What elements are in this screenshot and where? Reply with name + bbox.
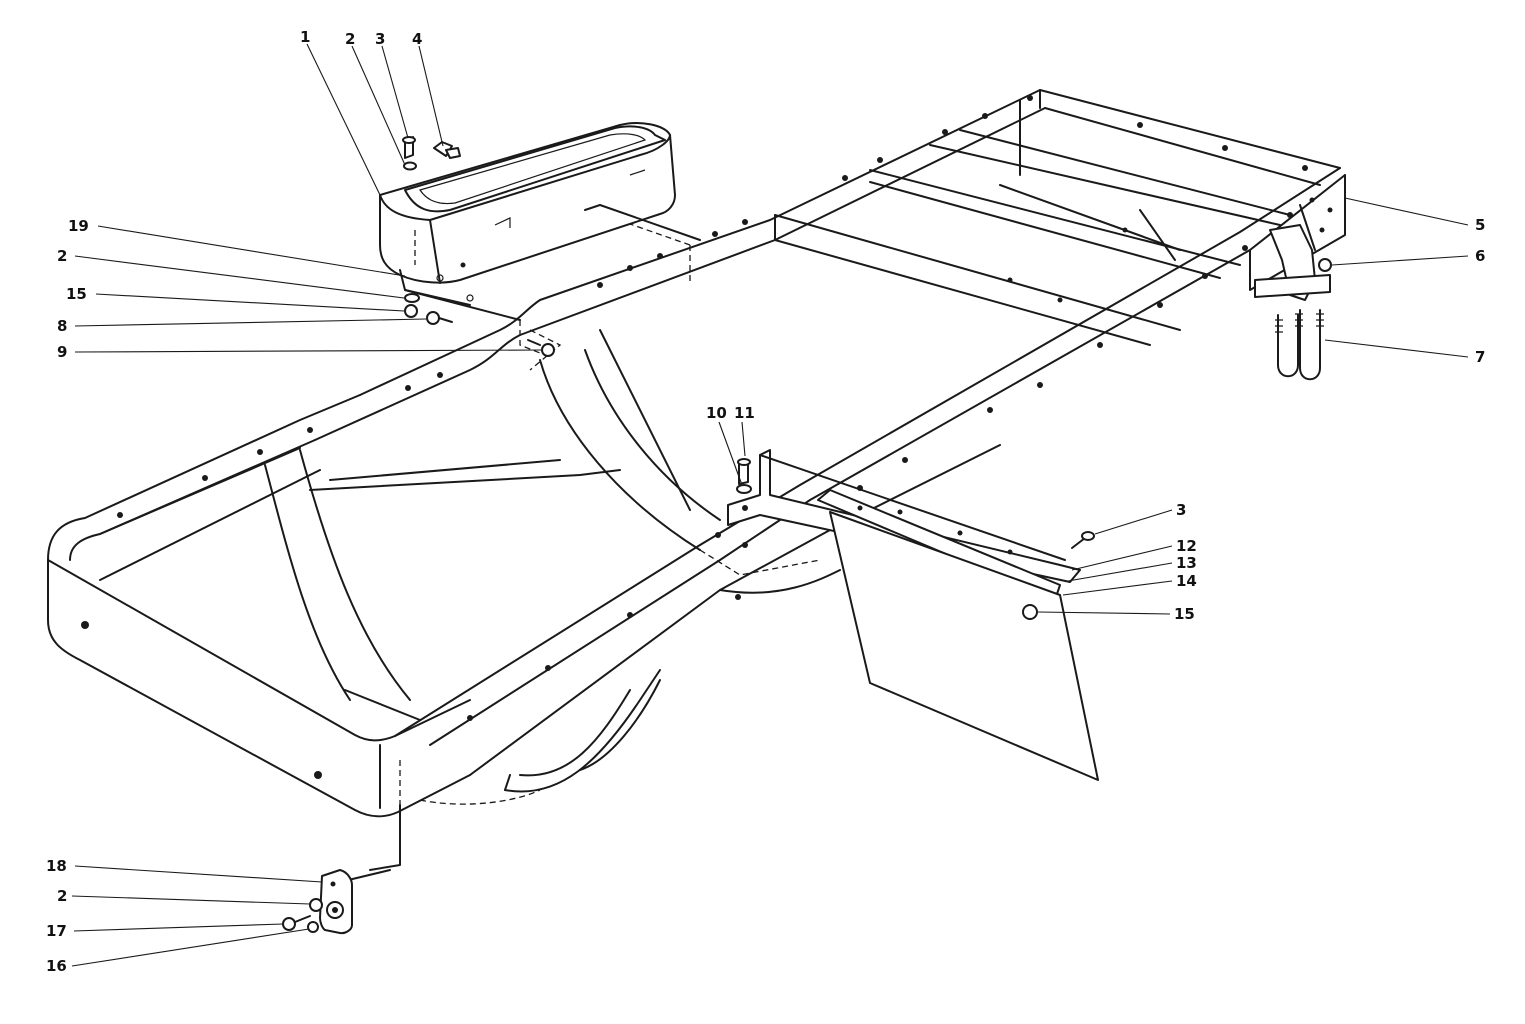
bolt-3-upper (402, 136, 416, 159)
callout-10: 10 (706, 404, 727, 422)
pintle-hook-assembly (1254, 197, 1333, 381)
bolt-17 (282, 915, 311, 931)
callout-6: 6 (1475, 247, 1485, 265)
battery-box (379, 122, 701, 357)
washer-2-box (404, 293, 420, 303)
nut-9 (541, 343, 555, 357)
callout-3-top: 3 (375, 30, 385, 48)
callout-17: 17 (46, 922, 67, 940)
callout-2-box: 2 (57, 247, 67, 265)
callout-19: 19 (68, 217, 89, 235)
rear-bracket-assembly (282, 804, 401, 935)
callout-2-top: 2 (345, 30, 355, 48)
frame-holes (81, 95, 1308, 779)
callout-11: 11 (734, 404, 755, 422)
callout-5: 5 (1475, 216, 1485, 234)
nut-15-flap (1022, 604, 1038, 620)
washer-2-upper (403, 161, 417, 171)
callout-12: 12 (1176, 537, 1197, 555)
callout-8: 8 (57, 317, 67, 335)
callout-7: 7 (1475, 348, 1485, 366)
wing-nut-4 (433, 141, 461, 159)
nut-15-box (404, 304, 418, 318)
mudflap-assembly (727, 449, 1099, 781)
bolt-3-flap (1071, 531, 1095, 549)
callout-15-box: 15 (66, 285, 87, 303)
callout-2-lower: 2 (57, 887, 67, 905)
callout-13: 13 (1176, 554, 1197, 572)
washer-2-lower (309, 898, 323, 912)
callout-1: 1 (300, 28, 310, 46)
callout-14: 14 (1176, 572, 1197, 590)
callout-labels: 1 2 3 4 19 2 15 8 9 5 6 7 10 11 3 12 13 … (46, 28, 1485, 975)
callout-18: 18 (46, 857, 67, 875)
callout-15-flap: 15 (1174, 605, 1195, 623)
bolt-8 (426, 311, 453, 325)
nut-16 (307, 921, 319, 933)
callout-16: 16 (46, 957, 67, 975)
callout-3-flap: 3 (1176, 501, 1186, 519)
callout-4: 4 (412, 30, 422, 48)
chassis-frame (47, 89, 1346, 865)
nut-6 (1318, 258, 1332, 272)
u-bolts-7 (1275, 309, 1324, 381)
callout-9: 9 (57, 343, 67, 361)
leader-lines (71, 43, 1469, 967)
